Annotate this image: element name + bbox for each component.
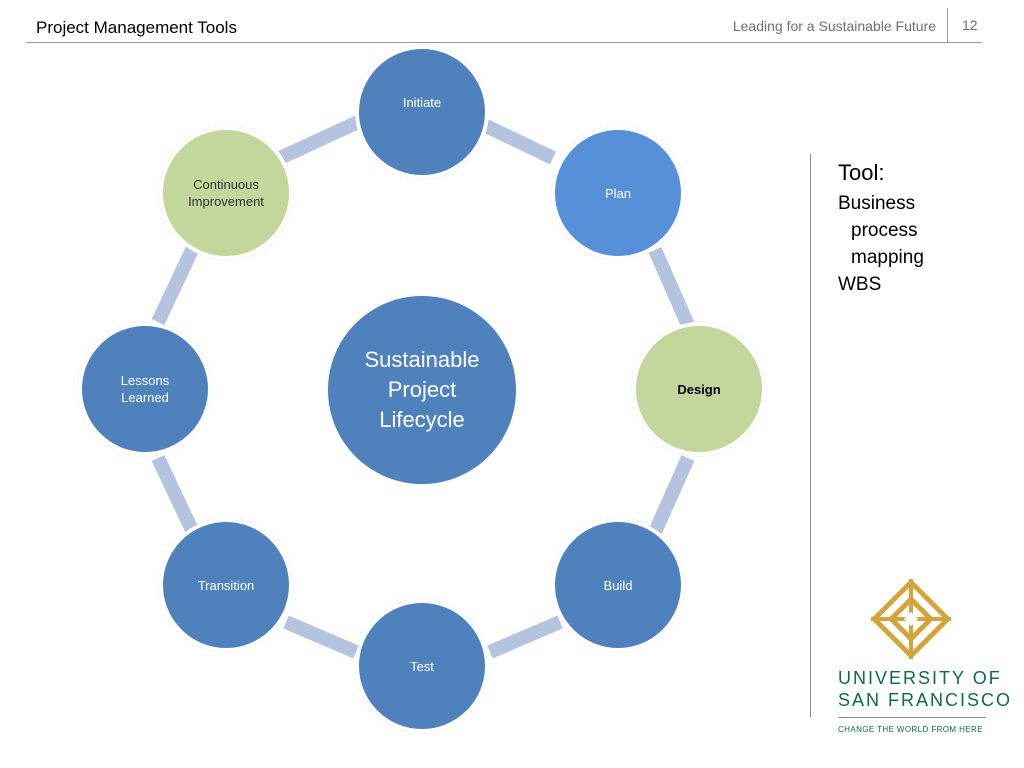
tool-item-wbs: WBS — [838, 271, 881, 298]
node-continuous-improvement: Continuous Improvement — [159, 126, 293, 260]
node-test-label: Test — [410, 658, 434, 674]
center-circle-sustainable-project-lifecycle: Sustainable Project Lifecycle — [328, 296, 516, 484]
logo-text-line2: SAN FRANCISCO — [838, 690, 1013, 710]
connector-lessons-improvement — [151, 247, 199, 325]
header-rule — [26, 42, 982, 43]
logo-text-line1: UNIVERSITY OF — [838, 668, 1002, 688]
node-build-label: Build — [603, 577, 633, 593]
connector-design-build — [648, 455, 695, 535]
node-transition: Transition — [159, 518, 293, 652]
logo-rule — [838, 717, 986, 718]
node-continuous-improvement-label: Continuous Improvement — [188, 177, 264, 209]
center-label: Sustainable Project Lifecycle — [364, 347, 480, 432]
tool-item-label: Business process mapping — [838, 193, 924, 268]
tool-item-label: WBS — [838, 274, 882, 295]
node-design-label: Design — [677, 381, 721, 397]
slide-title: Project Management Tools — [36, 18, 237, 37]
connector-plan-design — [648, 247, 695, 328]
connector-initiate-plan — [482, 119, 557, 165]
node-plan-label: Plan — [604, 185, 632, 201]
node-initiate: Initiate — [355, 45, 489, 179]
node-initiate-label: Initiate — [402, 94, 442, 110]
side-divider — [810, 154, 811, 717]
header-divider — [947, 8, 948, 42]
node-plan: Plan — [551, 126, 685, 260]
connector-test-transition — [283, 615, 359, 659]
connector-build-test — [487, 615, 563, 659]
node-lessons-learned-label: Lessons Learned — [120, 373, 170, 405]
node-build: Build — [551, 518, 685, 652]
usf-logo-emblem-icon — [870, 578, 952, 660]
tools-heading: Tool: — [838, 160, 885, 185]
connector-transition-lessons — [151, 455, 199, 533]
logo-tagline: CHANGE THE WORLD FROM HERE — [838, 725, 983, 734]
slide-subtitle: Leading for a Sustainable Future — [732, 18, 936, 34]
slide-number: 12 — [962, 17, 978, 33]
node-lessons-learned: Lessons Learned — [78, 322, 212, 456]
tool-item-business-process-mapping: Business process mapping — [838, 190, 948, 271]
node-test: Test — [355, 599, 489, 733]
connector-improvement-initiate — [277, 115, 361, 165]
node-design: Design — [632, 322, 766, 456]
node-transition-label: Transition — [197, 577, 255, 593]
